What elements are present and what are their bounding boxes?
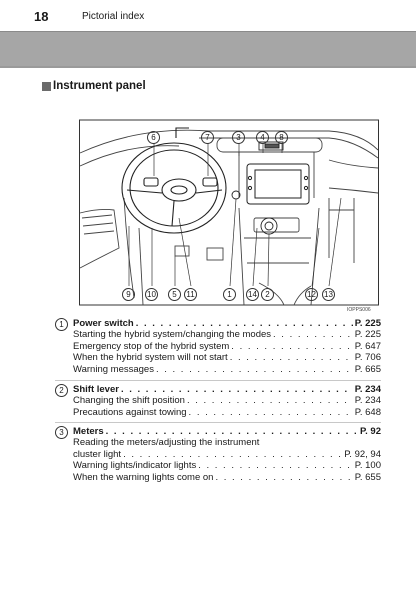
dashboard-body [79,129,379,306]
sub-text: When the warning lights come on [73,471,214,483]
entry-title: Power switch [73,318,134,329]
instrument-panel-illustration: 6 7 3 4 8 9 10 5 11 1 14 2 12 13 IOPPS00… [79,98,379,318]
callout-5: 5 [168,288,181,301]
section-title: Instrument panel [42,80,146,92]
meter-cluster [258,141,284,151]
sub-page[interactable]: P. 234 [354,395,381,407]
image-code: IOPPS006 [347,307,371,313]
sub-page[interactable]: P. 665 [354,363,381,375]
sub-row: Emergency stop of the hybrid system P. 64… [73,341,381,352]
entry-title-row: Meters P. 92 [73,426,381,437]
entry-title-row: Power switch P. 225 [73,318,381,329]
callout-13: 13 [322,288,335,301]
running-section-title: Pictorial index [82,11,145,22]
sub-text: Changing the shift position [73,395,185,407]
section-title-text: Instrument panel [53,80,146,92]
entry-page[interactable]: P. 92 [360,426,381,437]
entry-title: Meters [73,426,104,437]
sub-row: Starting the hybrid system/changing the … [73,329,381,340]
header-rule [0,31,416,32]
sub-row: Changing the shift position P. 234 [73,395,381,406]
callout-8: 8 [275,131,288,144]
index-entries: 1 Power switch P. 225 Starting the hybrid… [55,318,381,496]
dashboard-line-drawing [79,119,379,306]
page-header: 18 Pictorial index [0,0,416,32]
sub-row: Warning lights/indicator lights P. 100 [73,460,381,471]
sub-page[interactable]: P. 225 [354,329,381,341]
callout-1: 1 [223,288,236,301]
entry-number: 2 [55,384,68,397]
sub-row: Precautions against towing P. 648 [73,407,381,418]
entry-title: Shift lever [73,384,119,395]
sub-text: cluster light [73,448,122,460]
sub-text: Starting the hybrid system/changing the … [73,329,272,341]
sub-page[interactable]: P. 647 [354,340,381,352]
callout-2: 2 [261,288,274,301]
steering-wheel [121,127,227,234]
callout-9: 9 [122,288,135,301]
sub-row-continued: Reading the meters/adjusting the instrum… [73,437,381,448]
sub-text: When the hybrid system will not start [73,352,228,364]
entry-number: 3 [55,426,68,439]
sub-page[interactable]: P. 706 [354,352,381,364]
entry-shift-lever: 2 Shift lever P. 234 Changing the shift p… [55,380,381,422]
callout-10: 10 [145,288,158,301]
entry-number: 1 [55,318,68,331]
entry-meters: 3 Meters P. 92 Reading the meters/adjusti… [55,422,381,496]
callout-14: 14 [246,288,259,301]
page-number: 18 [34,9,49,24]
sub-text: Warning lights/indicator lights [73,460,197,472]
sub-page[interactable]: P. 92, 94 [344,448,381,460]
callout-6: 6 [147,131,160,144]
sub-text: Reading the meters/adjusting the instrum… [73,437,260,449]
callout-7: 7 [201,131,214,144]
center-display [246,163,310,205]
entry-title-row: Shift lever P. 234 [73,384,381,395]
entry-page[interactable]: P. 234 [354,384,381,395]
callout-12: 12 [305,288,318,301]
callout-leaders [128,143,342,287]
header-band [0,32,416,68]
sub-row: When the hybrid system will not start P. … [73,352,381,363]
sub-row: Warning messages P. 665 [73,364,381,375]
sub-text: Emergency stop of the hybrid system [73,340,230,352]
callout-3: 3 [232,131,245,144]
callout-4: 4 [256,131,269,144]
sub-page[interactable]: P. 100 [354,460,381,472]
section-square-icon [42,81,51,91]
sub-page[interactable]: P. 648 [354,406,381,418]
sub-row: cluster light P. 92, 94 [73,449,381,460]
sub-row: When the warning lights come on P. 655 [73,472,381,483]
entry-power-switch: 1 Power switch P. 225 Starting the hybrid… [55,318,381,380]
sub-page[interactable]: P. 655 [354,471,381,483]
callout-11: 11 [184,288,197,301]
sub-text: Warning messages [73,363,154,375]
sub-text: Precautions against towing [73,406,187,418]
entry-page[interactable]: P. 225 [354,318,381,329]
